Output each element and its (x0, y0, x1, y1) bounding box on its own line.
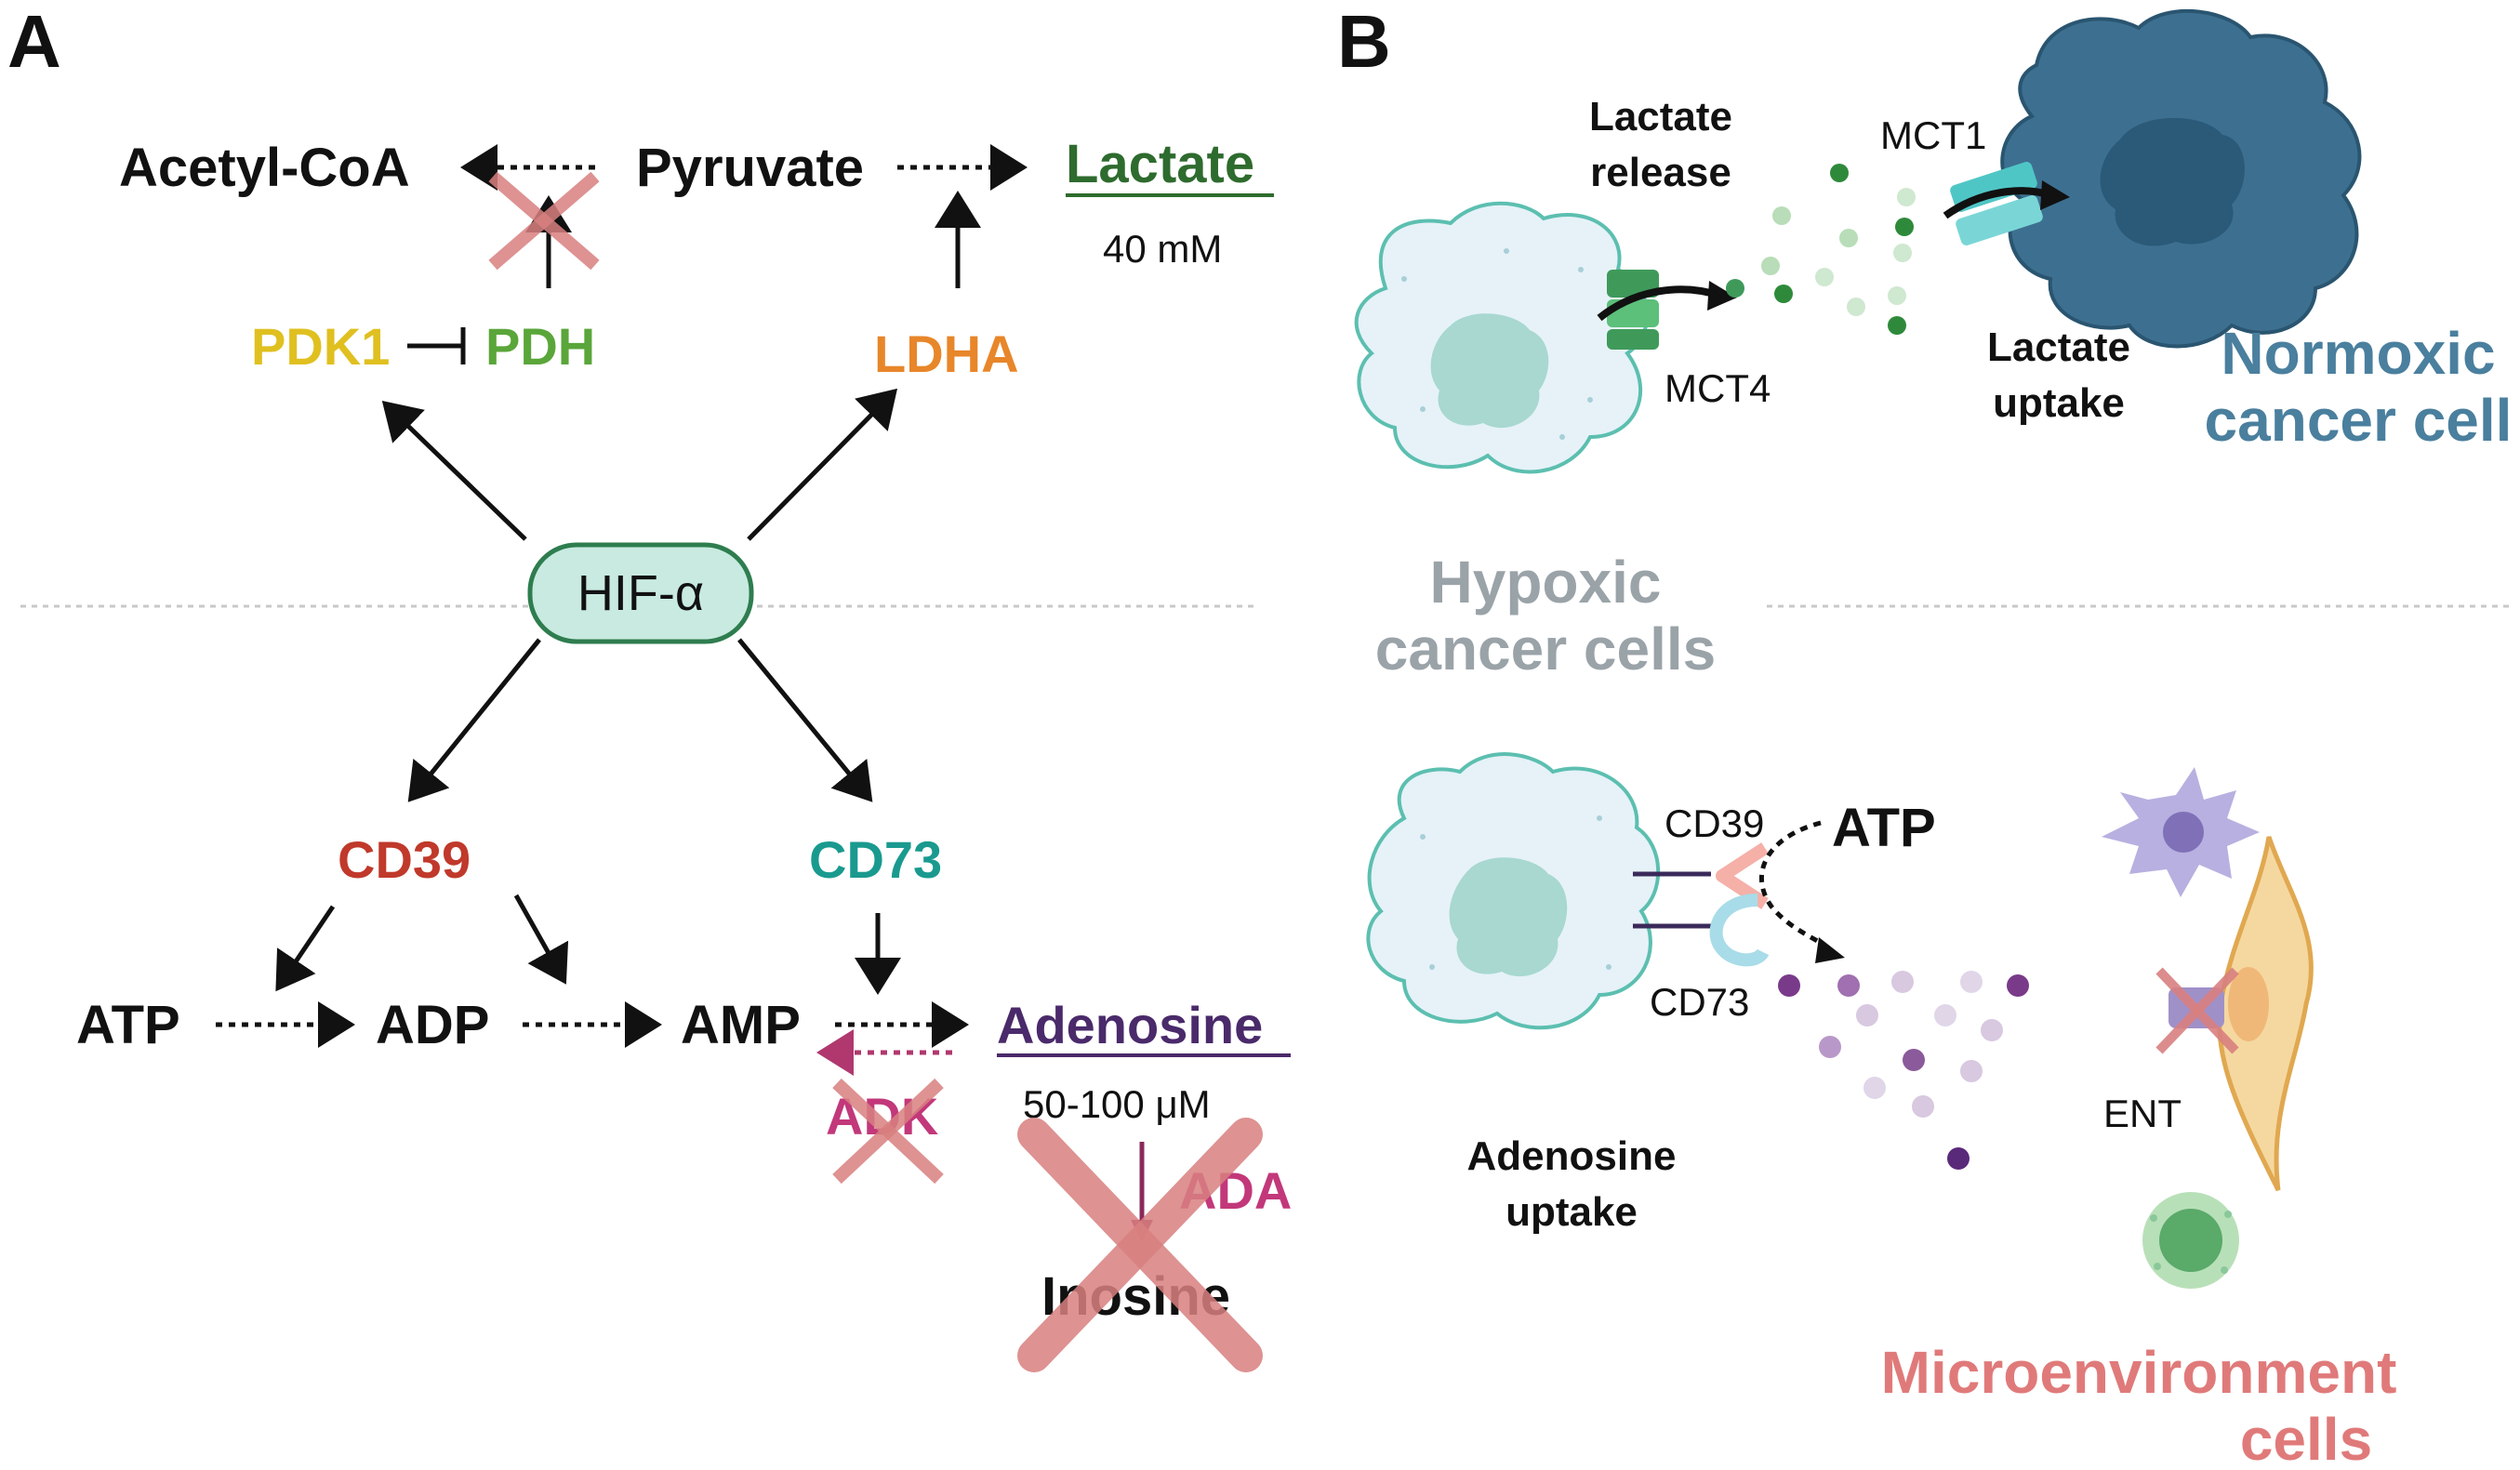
normoxic-label-line1: Normoxic (2221, 320, 2495, 387)
hypoxic-cell-bottom-icon (1366, 752, 1661, 1030)
hif-to-cd73-arrow (737, 638, 873, 802)
pdk1-label: PDK1 (251, 317, 390, 376)
mct4-transporter-icon (1597, 270, 1737, 350)
cd39-to-adp-arrow (513, 894, 569, 985)
cd39-receptor-label: CD39 (1665, 801, 1764, 845)
hif-label: HIF-α (577, 565, 704, 621)
adenosine-uptake-line1: Adenosine (1467, 1133, 1677, 1179)
acetyl-coa-label: Acetyl-CoA (119, 138, 410, 198)
hif-to-pdk1-arrow (381, 401, 527, 541)
hif-to-cd39-arrow (407, 638, 541, 802)
panel-a-label: A (7, 0, 61, 83)
atp-conversion-arrowhead (1815, 937, 1845, 963)
amp-label: AMP (681, 995, 801, 1055)
mct1-label: MCT1 (1880, 113, 1986, 157)
ldha-label: LDHA (874, 324, 1019, 383)
dendritic-cell-icon (2102, 767, 2260, 897)
hypoxic-label-line2: cancer cells (1375, 616, 1717, 682)
hif-to-ldha-arrow (747, 388, 898, 541)
hypoxic-cell-icon (1354, 201, 1650, 474)
adk-cross-icon (832, 1078, 944, 1185)
panel-b-label: B (1337, 0, 1391, 83)
lactate-uptake-line2: uptake (1993, 380, 2125, 426)
lactate-release-line1: Lactate (1589, 94, 1732, 139)
normoxic-label-line2: cancer cell (2205, 387, 2513, 454)
mct1-transporter-icon (1943, 162, 2070, 245)
atp-b-label: ATP (1832, 798, 1936, 858)
atp-label: ATP (76, 995, 180, 1055)
lymphocyte-icon (2142, 1192, 2239, 1289)
inosine-cross-icon (1017, 1118, 1263, 1372)
lactate-molecules-icon (1726, 164, 1916, 335)
cd39-label: CD39 (338, 830, 471, 889)
lactate-concentration: 40 mM (1103, 227, 1222, 271)
lactate-release-line2: release (1590, 150, 1731, 195)
atp-conversion-arrow (1759, 820, 1834, 952)
ent-label: ENT (2103, 1092, 2182, 1135)
pdh-cross-icon (488, 171, 600, 271)
cd39-to-atp-arrow (275, 905, 336, 992)
lactate-uptake-line1: Lactate (1987, 324, 2130, 370)
cd39-cd73-receptor-icon (1633, 842, 1770, 967)
cd73-receptor-label: CD73 (1650, 980, 1749, 1024)
adenosine-concentration: 50-100 μM (1023, 1082, 1211, 1126)
hif-node (527, 542, 754, 644)
hypoxic-label-line1: Hypoxic (1430, 549, 1662, 616)
adp-label: ADP (376, 995, 489, 1055)
fibroblast-icon (2217, 836, 2314, 1192)
normoxic-cell-icon (2000, 8, 2362, 349)
pdh-label: PDH (485, 317, 595, 376)
adenosine-molecules-icon (1778, 971, 2029, 1170)
cd73-label: CD73 (809, 830, 942, 889)
ent-transporter-icon (2155, 967, 2239, 1054)
microenvironment-label-line2: cells (2240, 1406, 2372, 1470)
microenvironment-label-line1: Microenvironment (1881, 1339, 2397, 1406)
adenosine-uptake-line2: uptake (1505, 1189, 1638, 1235)
mct4-label: MCT4 (1665, 366, 1771, 410)
lactate-label: Lactate (1066, 134, 1254, 194)
adenosine-label: Adenosine (997, 996, 1263, 1054)
pyruvate-label: Pyruvate (636, 138, 864, 198)
